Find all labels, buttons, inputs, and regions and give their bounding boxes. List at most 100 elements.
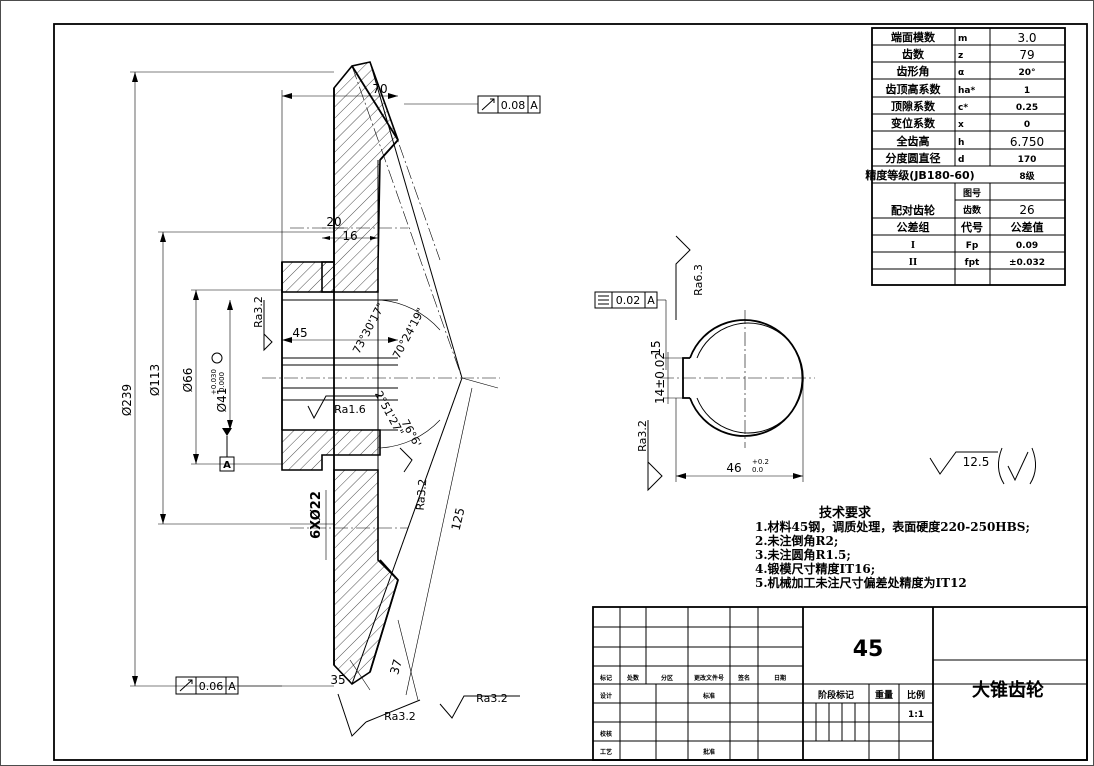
- dim-l16: 16: [342, 229, 357, 243]
- keyway-tol-low: 0.0: [752, 466, 763, 474]
- tech-req-item: 1.材料45钢，调质处理，表面硬度220-250HBS;: [755, 519, 1030, 534]
- tolerance-value: 0.09: [1016, 241, 1038, 251]
- param-symbol: ha*: [958, 86, 975, 96]
- dim-l37: 37: [387, 658, 405, 677]
- keyway-length: 46: [726, 461, 741, 475]
- general-roughness: 12.5: [929, 447, 1036, 485]
- param-name: 分度圆直径: [886, 151, 941, 165]
- mating-label: 配对齿轮: [891, 203, 935, 217]
- drawing-frame: [53, 23, 1088, 761]
- technical-requirements: 技术要求 1.材料45钢，调质处理，表面硬度220-250HBS; 2.未注倒角…: [755, 505, 1030, 590]
- mating-teeth-value: 26: [1019, 203, 1034, 217]
- dim-holes: 6XØ22: [309, 491, 324, 539]
- runout-top-datum: A: [530, 99, 538, 112]
- runout-bottom-datum: A: [228, 680, 236, 693]
- roughness-check-icon: [1007, 451, 1029, 482]
- keyway-width: 14±0.02: [653, 352, 667, 404]
- title-standardize-label: 标准: [702, 692, 715, 700]
- param-value: 0.25: [1016, 103, 1038, 113]
- param-name: 全齿高: [896, 134, 930, 148]
- param-value: 79: [1019, 48, 1034, 62]
- roughness-bottom-1: Ra3.2: [384, 710, 416, 723]
- dim-l35: 35: [330, 673, 345, 687]
- keyway-height: 15: [649, 340, 663, 355]
- param-symbol: x: [958, 120, 964, 130]
- dim-angle-1: 73°30'17": [350, 301, 388, 356]
- param-value: 170: [1018, 155, 1037, 165]
- dimension-texts: Ø239 Ø113 Ø66 Ø41 +0.030 0.000 70 20 16 …: [120, 82, 467, 687]
- title-material: 45: [853, 637, 884, 662]
- title-row-label: 处数: [626, 674, 640, 682]
- title-check-label: 校核: [600, 730, 612, 738]
- param-symbol: α: [958, 68, 964, 78]
- dim-d41-tol-up: +0.030: [210, 369, 218, 395]
- mating-drawing-no-label: 图号: [963, 188, 981, 199]
- roughness-symbols: Ra3.2 Ra1.6 Ra3.2 Ra3.2 Ra3.2: [252, 296, 520, 737]
- dim-d66: Ø66: [181, 368, 195, 393]
- dim-d239: Ø239: [120, 384, 134, 416]
- param-value: 20°: [1018, 68, 1035, 78]
- accuracy-label: 精度等级(JB180-60): [865, 168, 974, 182]
- runout-bottom-value: 0.06: [199, 680, 224, 693]
- tolerance-code: Fp: [966, 241, 979, 251]
- gear-section-view: [262, 61, 500, 686]
- title-stage-label: 阶段标记: [818, 689, 854, 701]
- title-row-label: 更改文件号: [694, 674, 724, 682]
- dimension-lines: [130, 71, 499, 701]
- general-roughness-value: 12.5: [963, 455, 990, 469]
- tolerance-group: II: [909, 258, 917, 268]
- roughness-mid: Ra3.2: [414, 478, 430, 511]
- title-process-label: 工艺: [600, 748, 612, 756]
- tech-req-item: 2.未注倒角R2;: [755, 533, 838, 548]
- tech-req-item: 3.未注圆角R1.5;: [755, 547, 851, 562]
- parameter-rows: 端面模数 m 3.0 齿数 z 79 齿形角 α 20° 齿顶高系数 ha* 1…: [865, 30, 1045, 268]
- title-scale: 1:1: [908, 710, 924, 720]
- symmetry-datum: A: [647, 294, 655, 307]
- symmetry-value: 0.02: [616, 294, 641, 307]
- roughness-bottom-2: Ra3.2: [476, 692, 508, 705]
- datum-label: A: [223, 460, 231, 471]
- param-name: 变位系数: [891, 116, 936, 130]
- param-value: 0: [1024, 120, 1030, 130]
- param-value: 6.750: [1010, 135, 1044, 149]
- tolerance-group: I: [911, 241, 915, 251]
- keyway-view: 14±0.02 15 46 +0.2 0.0 Ra6.3 Ra3.2: [636, 235, 815, 492]
- dim-angle-2: 70°24'19": [390, 306, 428, 361]
- title-weight-label: 重量: [875, 689, 893, 701]
- dim-d113: Ø113: [148, 364, 162, 396]
- param-symbol: z: [958, 51, 963, 61]
- param-symbol: m: [958, 34, 967, 44]
- title-part-name: 大锥齿轮: [972, 679, 1044, 701]
- roughness-top-left: Ra3.2: [252, 296, 265, 328]
- param-value: 3.0: [1017, 31, 1036, 45]
- runout-top-value: 0.08: [501, 99, 526, 112]
- param-symbol: h: [958, 138, 964, 148]
- title-row-label: 分区: [661, 674, 673, 682]
- tech-req-item: 4.锻模尺寸精度IT16;: [755, 561, 875, 576]
- keyway-tol-up: +0.2: [752, 458, 769, 466]
- tolerance-code: fpt: [965, 258, 980, 268]
- mating-teeth-label: 齿数: [963, 204, 982, 216]
- title-scale-label: 比例: [907, 689, 925, 701]
- accuracy-value: 8级: [1019, 170, 1035, 182]
- lower-web-section: [333, 469, 399, 686]
- title-row-label: 标记: [599, 674, 612, 682]
- param-name: 齿数: [902, 47, 925, 61]
- keyway-roughness-top: Ra6.3: [692, 264, 705, 296]
- tolerance-frames: 0.08 A 0.06 A 0.02 A A: [175, 95, 667, 695]
- param-symbol: c*: [958, 103, 968, 113]
- dim-d41-tol-low: 0.000: [218, 372, 226, 392]
- parameter-table: [871, 27, 1066, 286]
- dim-l20: 20: [326, 215, 341, 229]
- dim-l125: 125: [449, 506, 468, 531]
- title-row-label: 签名: [737, 674, 750, 682]
- param-name: 端面模数: [891, 30, 936, 44]
- upper-hub-section: [281, 261, 335, 293]
- tech-req-title: 技术要求: [819, 505, 872, 521]
- tech-req-item: 5.机械加工未注尺寸偏差处精度为IT12: [755, 575, 967, 590]
- param-name: 齿顶高系数: [886, 82, 942, 96]
- title-approve-label: 批准: [703, 748, 715, 756]
- keyway-roughness-bottom: Ra3.2: [636, 420, 649, 452]
